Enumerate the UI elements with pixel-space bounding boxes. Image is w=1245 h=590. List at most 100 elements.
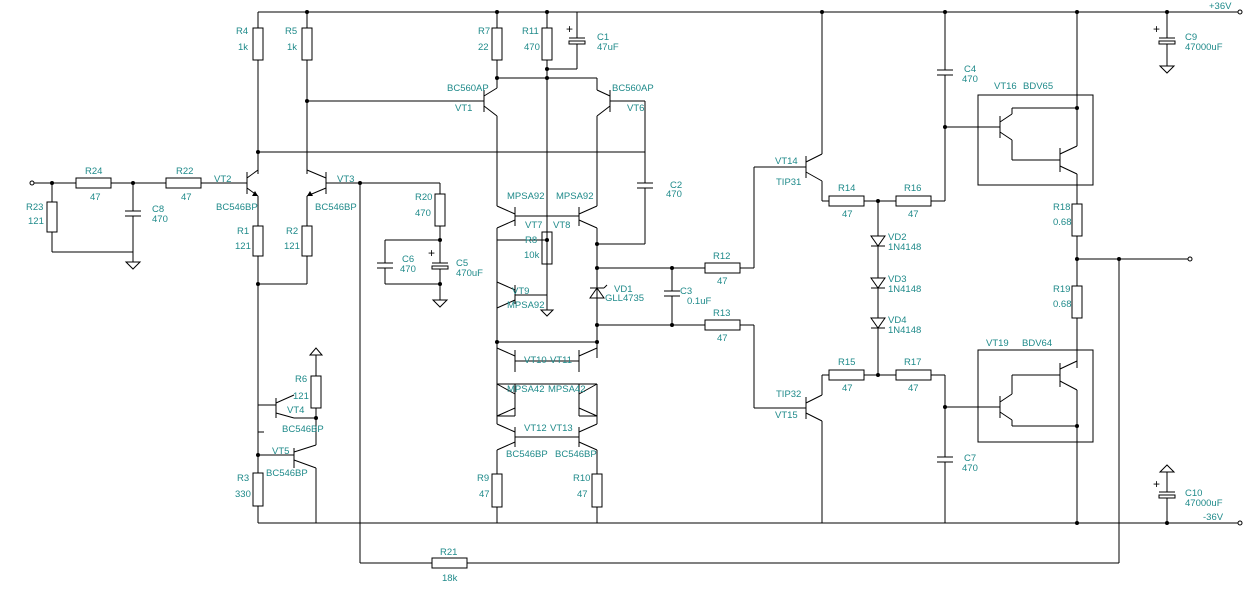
R8-label: R8 xyxy=(525,235,537,246)
R4-value: 1k xyxy=(238,42,248,53)
VT7-type: MPSA92 xyxy=(507,191,545,202)
C5-label: C5 xyxy=(456,258,468,269)
resistor-R11 xyxy=(541,27,553,61)
resistor-R4 xyxy=(252,27,264,61)
R10-value: 47 xyxy=(577,489,588,500)
R23-value: 121 xyxy=(28,216,44,227)
R17-value: 47 xyxy=(908,383,919,394)
driver-stage xyxy=(704,10,995,523)
R15-label: R15 xyxy=(838,357,855,368)
C10-value: 47000uF xyxy=(1185,498,1223,509)
VT14-type: TIP31 xyxy=(776,177,801,188)
VT15-label: VT15 xyxy=(775,410,798,421)
input-diff-pair xyxy=(238,10,645,563)
R13-label: R13 xyxy=(713,308,730,319)
C1-value: 47uF xyxy=(597,42,619,53)
VT11-type: MPSA42 xyxy=(548,384,586,395)
C4-value: 470 xyxy=(962,74,978,85)
VT2-type: BC546BP xyxy=(216,202,258,213)
R10-label: R10 xyxy=(573,473,590,484)
R24-value: 47 xyxy=(90,192,101,203)
VT12-label: VT12 xyxy=(524,423,547,434)
R5-value: 1k xyxy=(287,42,297,53)
R15-value: 47 xyxy=(842,383,853,394)
VT14-label: VT14 xyxy=(775,156,798,167)
C3-value: 0.1uF xyxy=(687,296,711,307)
resistor-R13 xyxy=(704,319,741,331)
resistor-R19 xyxy=(1071,285,1083,319)
resistor-R17 xyxy=(895,369,932,381)
VT7-label: VT7 xyxy=(525,220,542,231)
resistor-R5 xyxy=(301,27,313,61)
VT5-type: BC546BP xyxy=(266,468,308,479)
resistor-R14 xyxy=(828,195,865,207)
R17-label: R17 xyxy=(904,357,921,368)
R12-label: R12 xyxy=(713,251,730,262)
C2-label: C2 xyxy=(670,180,682,191)
rail-negative xyxy=(258,520,1243,526)
VT16-type: BDV65 xyxy=(1023,81,1053,92)
VT12-type: BC546BP xyxy=(506,449,548,460)
resistor-R16 xyxy=(895,195,932,207)
VD4-label: VD4 xyxy=(888,315,906,326)
C1-label: C1 xyxy=(597,32,609,43)
resistor-R15 xyxy=(828,369,865,381)
VD2-label: VD2 xyxy=(888,232,906,243)
rail-negative-label: -36V xyxy=(1203,512,1224,523)
R13-value: 47 xyxy=(717,333,728,344)
rail-positive xyxy=(258,9,1243,15)
R23-label: R23 xyxy=(26,202,43,213)
R6-value: 121 xyxy=(293,391,309,402)
VT13-label: VT13 xyxy=(550,423,573,434)
R22-label: R22 xyxy=(176,166,193,177)
R12-value: 47 xyxy=(717,276,728,287)
C5-value: 470uF xyxy=(456,268,483,279)
VD2-type: 1N4148 xyxy=(888,242,921,253)
cascode-and-tail xyxy=(491,340,603,523)
R2-label: R2 xyxy=(286,226,298,237)
resistor-R2 xyxy=(301,225,313,257)
C6-label: C6 xyxy=(402,254,414,265)
VT3-type: BC546BP xyxy=(315,202,357,213)
vt16-box xyxy=(977,94,1094,186)
vas-stage xyxy=(496,205,705,384)
resistor-R18 xyxy=(1071,203,1083,237)
current-mirror-top: + xyxy=(476,10,653,310)
C2-value: 470 xyxy=(666,189,682,200)
R11-label: R11 xyxy=(522,26,539,37)
feedback-decoupling: + xyxy=(377,183,449,308)
R19-value: 0.68 xyxy=(1053,299,1072,310)
C3-label: C3 xyxy=(680,286,692,297)
rail-positive-label: +36V xyxy=(1209,1,1232,12)
VT4-type: BC546BP xyxy=(282,424,324,435)
VD1-label: VD1 xyxy=(614,284,632,295)
VT9-type: MPSA92 xyxy=(507,300,545,311)
R22-value: 47 xyxy=(181,192,192,203)
R20-value: 470 xyxy=(415,208,431,219)
svg-text:+: + xyxy=(1153,477,1160,491)
resistor-R1 xyxy=(252,225,264,257)
R3-value: 330 xyxy=(235,489,251,500)
VT11-label: VT11 xyxy=(550,355,572,366)
VT16-label: VT16 xyxy=(994,81,1017,92)
feedback-loop xyxy=(360,259,1120,569)
resistor-R23 xyxy=(46,201,58,233)
output-stage xyxy=(977,10,1193,525)
R1-label: R1 xyxy=(237,226,249,237)
resistor-R3 xyxy=(252,472,264,507)
R1-value: 121 xyxy=(235,241,251,252)
VT1-type: BC560AP xyxy=(447,83,489,94)
VT2-label: VT2 xyxy=(214,174,231,185)
R18-label: R18 xyxy=(1053,202,1070,213)
VD1-type: GLL4735 xyxy=(605,293,644,304)
resistor-R7 xyxy=(491,27,503,61)
R19-label: R19 xyxy=(1053,284,1070,295)
VD3-type: 1N4148 xyxy=(888,284,921,295)
R18-value: 0.68 xyxy=(1053,217,1072,228)
VT8-type: MPSA92 xyxy=(556,191,594,202)
VT10-label: VT10 xyxy=(524,355,547,366)
R9-value: 47 xyxy=(479,489,490,500)
R8-value: 10k xyxy=(524,250,540,261)
C9-value: 47000uF xyxy=(1185,42,1223,53)
